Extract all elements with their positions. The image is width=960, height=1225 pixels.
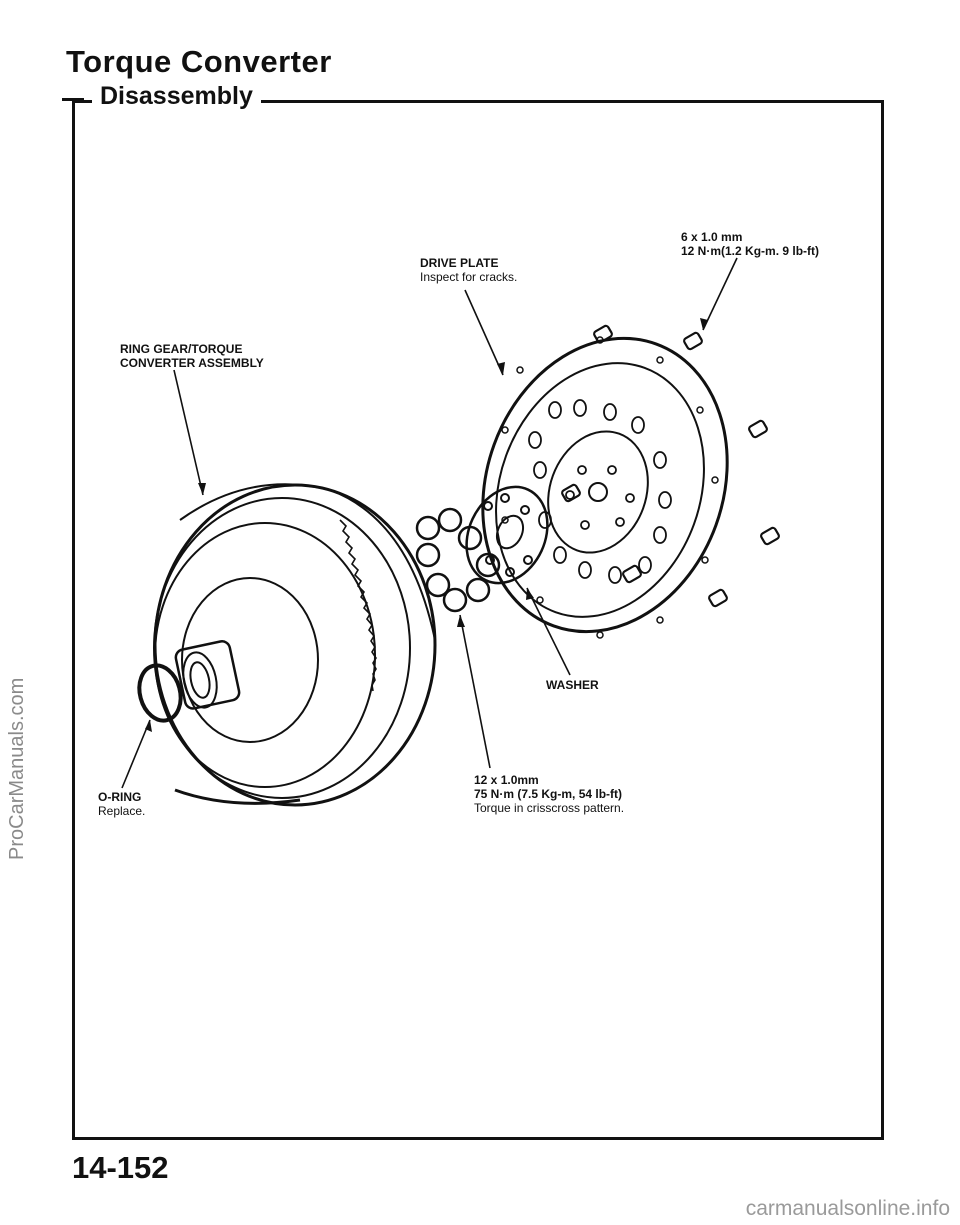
large-bolt-note: Torque in crisscross pattern. [474,801,625,815]
large-bolt-size: 12 x 1.0mm [474,773,539,787]
label-o-ring: O-RING Replace. [98,790,145,818]
o-ring [137,663,183,723]
washer-name: WASHER [546,678,599,692]
small-bolt-size: 6 x 1.0 mm [681,230,743,244]
page-title: Torque Converter [66,44,332,79]
drive-plate-name: DRIVE PLATE [420,256,499,270]
page-number: 14-152 [72,1150,169,1185]
large-bolts [415,507,501,613]
torque-converter-body [153,483,437,807]
leader-lines [121,257,738,789]
drive-plate [481,336,729,639]
diagram-frame [72,100,884,1140]
small-bolts [561,324,780,608]
footer-watermark: carmanualsonline.info [745,1197,950,1220]
washer [465,485,549,585]
leader-arrowheads [145,318,708,732]
o-ring-note: Replace. [98,804,146,818]
small-bolt-torque: 12 N·m(1.2 Kg-m. 9 lb-ft) [681,244,820,258]
frame-corner-dash [62,98,84,101]
o-ring-name: O-RING [98,790,142,804]
label-large-bolt: 12 x 1.0mm 75 N·m (7.5 Kg-m, 54 lb-ft) T… [474,773,624,815]
label-ring-gear: RING GEAR/TORQUE CONVERTER ASSEMBLY [120,342,264,370]
label-drive-plate: DRIVE PLATE Inspect for cracks. [420,256,517,284]
section-title: Disassembly [92,82,261,111]
drive-plate-note: Inspect for cracks. [420,270,518,284]
ring-gear-teeth [339,519,377,692]
label-washer: WASHER [546,678,599,692]
label-small-bolt: 6 x 1.0 mm 12 N·m(1.2 Kg-m. 9 lb-ft) [681,230,819,258]
side-watermark: ProCarManuals.com [6,677,28,860]
ring-gear-line1: RING GEAR/TORQUE [120,342,243,356]
ring-gear-line2: CONVERTER ASSEMBLY [120,356,264,370]
large-bolt-torque: 75 N·m (7.5 Kg-m, 54 lb-ft) [474,787,623,801]
